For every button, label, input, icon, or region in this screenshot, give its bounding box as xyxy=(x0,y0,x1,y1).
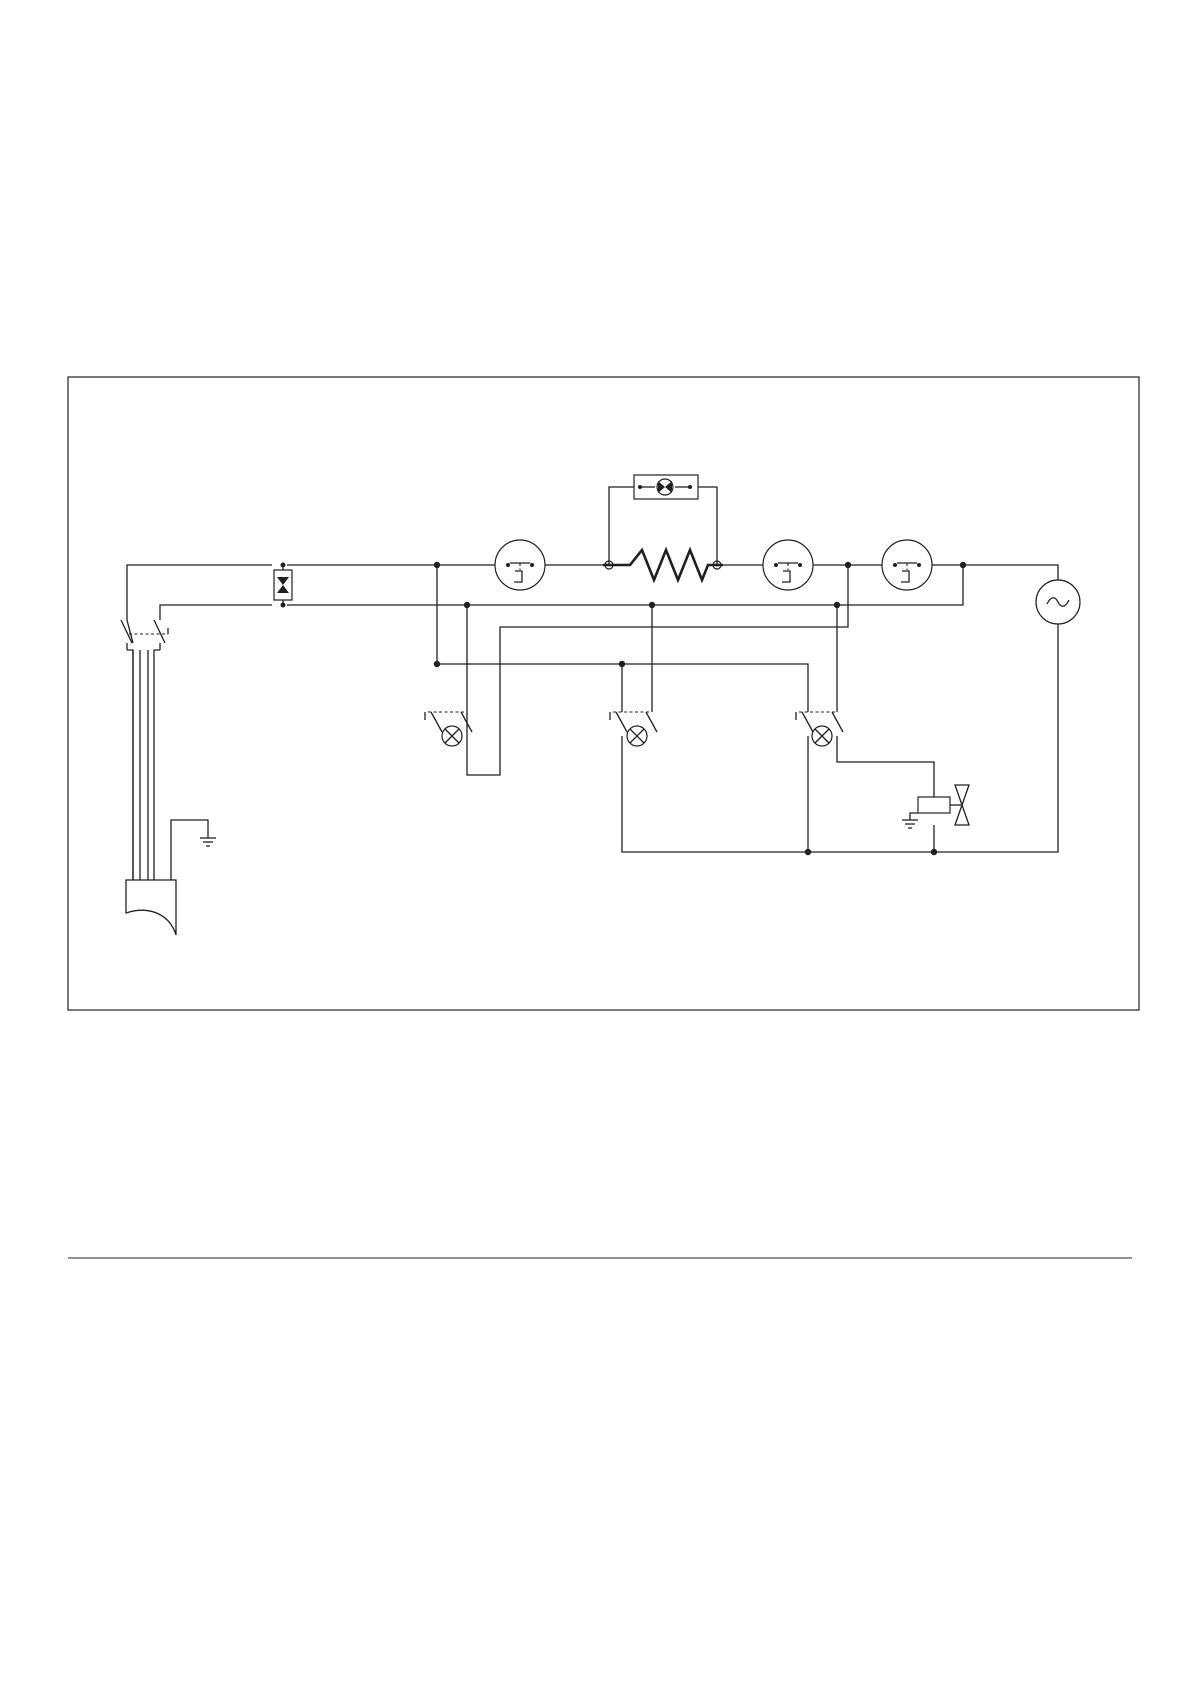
ground-icon xyxy=(200,838,216,846)
lamp-switch-icon xyxy=(610,712,657,746)
double-pole-switch-icon xyxy=(121,620,168,650)
indicator-lamp-icon xyxy=(274,563,292,608)
ac-motor-icon xyxy=(1036,580,1080,624)
resistor-icon xyxy=(603,550,723,580)
lamp-switch-icon xyxy=(425,712,472,746)
thermostat-icon xyxy=(763,540,813,590)
thermostat-icon xyxy=(882,540,932,590)
indicator-lamp-icon xyxy=(609,475,717,565)
diagram-frame xyxy=(68,377,1139,1010)
lamp-switch-icon xyxy=(796,712,843,746)
solenoid-valve-icon xyxy=(902,785,969,828)
junction-nodes xyxy=(434,562,966,855)
thermostat-icon xyxy=(495,540,545,590)
plug-icon xyxy=(126,650,208,935)
